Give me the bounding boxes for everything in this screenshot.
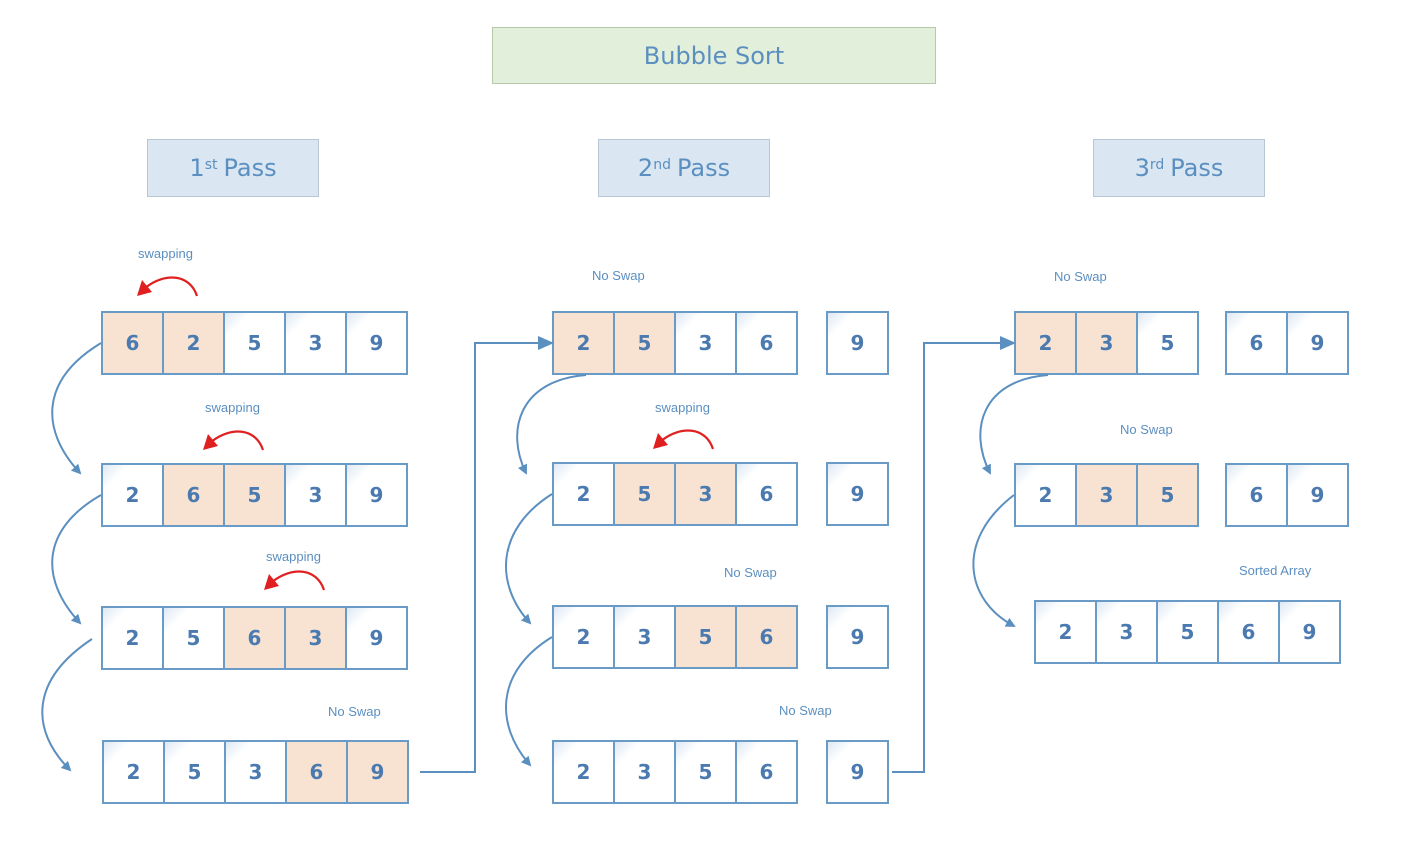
pass1-row-4: 2 5 3 6 9 (102, 740, 409, 804)
pass-3-suffix: rd (1149, 157, 1165, 173)
pass-2-suffix: nd (653, 157, 671, 173)
sorted-cell: 6 (1225, 463, 1288, 527)
pass3-step2-label: No Swap (1120, 422, 1173, 437)
array-cell: 2 (101, 463, 164, 527)
array-cell: 2 (162, 311, 225, 375)
array-cell: 5 (613, 462, 676, 526)
flow-arrow-icon (51, 494, 102, 625)
final-cell: 9 (1278, 600, 1341, 664)
flow-arrow-icon (516, 374, 587, 475)
pass1-step1-label: swapping (138, 246, 193, 261)
flow-arrow-icon (972, 494, 1016, 627)
array-cell: 3 (674, 311, 737, 375)
flow-arrow-icon (505, 636, 553, 767)
flow-arrow-icon (505, 493, 553, 625)
array-cell: 2 (552, 605, 615, 669)
array-cell: 2 (1014, 463, 1077, 527)
array-cell: 6 (162, 463, 225, 527)
array-cell: 6 (735, 605, 798, 669)
array-cell: 5 (674, 740, 737, 804)
array-cell: 2 (552, 740, 615, 804)
sorted-cell: 9 (826, 740, 889, 804)
pass2-step1-label: No Swap (592, 268, 645, 283)
pass1-row-1: 6 2 5 3 9 (101, 311, 408, 375)
pass-2-word: Pass (676, 154, 731, 182)
pass2-step3-label: No Swap (724, 565, 777, 580)
sorted-array-row: 2 3 5 6 9 (1034, 600, 1341, 664)
array-cell: 3 (613, 605, 676, 669)
pass-3-number: 3 (1134, 154, 1150, 182)
pass-3-word: Pass (1170, 154, 1224, 182)
pass3-sorted-2: 6 9 (1225, 463, 1349, 527)
array-cell: 5 (1136, 311, 1199, 375)
flow-arrow-icon (979, 374, 1049, 475)
array-cell: 6 (735, 462, 798, 526)
array-cell: 9 (346, 740, 409, 804)
pass2-step4-label: No Swap (779, 703, 832, 718)
array-cell: 2 (552, 462, 615, 526)
array-cell: 9 (345, 606, 408, 670)
swap-arrow-icon (264, 570, 326, 591)
flow-arrow-icon (892, 336, 1016, 773)
array-cell: 3 (1075, 311, 1138, 375)
array-cell: 2 (102, 740, 165, 804)
sorted-cell: 9 (826, 462, 889, 526)
swap-arrow-icon (203, 430, 265, 451)
sorted-array-label: Sorted Array (1239, 563, 1312, 578)
sorted-cell: 9 (826, 311, 889, 375)
array-cell: 5 (1136, 463, 1199, 527)
swap-arrow-icon (137, 276, 199, 297)
flow-arrow-icon (41, 638, 93, 772)
pass-1-suffix: st (204, 157, 218, 173)
pass1-row-3: 2 5 6 3 9 (101, 606, 408, 670)
array-cell: 9 (345, 463, 408, 527)
sorted-cell: 9 (826, 605, 889, 669)
pass2-row-3: 2 3 5 6 (552, 605, 798, 669)
pass2-row-1: 2 5 3 6 (552, 311, 798, 375)
pass3-row-2: 2 3 5 (1014, 463, 1199, 527)
pass1-step2-label: swapping (205, 400, 260, 415)
final-cell: 5 (1156, 600, 1219, 664)
pass1-step4-label: No Swap (328, 704, 381, 719)
array-cell: 9 (345, 311, 408, 375)
flow-arrow-icon (51, 342, 102, 475)
sorted-cell: 9 (1286, 311, 1349, 375)
pass2-row-2: 2 5 3 6 (552, 462, 798, 526)
array-cell: 3 (1075, 463, 1138, 527)
flow-arrow-icon (420, 336, 554, 773)
array-cell: 5 (162, 606, 225, 670)
array-cell: 5 (163, 740, 226, 804)
array-cell: 6 (735, 740, 798, 804)
pass1-step3-label: swapping (266, 549, 321, 564)
pass1-row-2: 2 6 5 3 9 (101, 463, 408, 527)
array-cell: 5 (613, 311, 676, 375)
sorted-cell: 9 (1286, 463, 1349, 527)
pass3-row-1: 2 3 5 (1014, 311, 1199, 375)
array-cell: 2 (101, 606, 164, 670)
array-cell: 6 (223, 606, 286, 670)
diagram-title: Bubble Sort (492, 27, 936, 84)
pass2-step2-label: swapping (655, 400, 710, 415)
array-cell: 3 (613, 740, 676, 804)
final-cell: 3 (1095, 600, 1158, 664)
pass-2-number: 2 (637, 154, 654, 182)
array-cell: 6 (735, 311, 798, 375)
pass-1-number: 1 (189, 154, 205, 182)
array-cell: 5 (223, 311, 286, 375)
pass-1-word: Pass (223, 154, 277, 182)
pass3-sorted-1: 6 9 (1225, 311, 1349, 375)
sorted-cell: 6 (1225, 311, 1288, 375)
pass2-row-4: 2 3 5 6 (552, 740, 798, 804)
array-cell: 3 (284, 463, 347, 527)
pass3-step1-label: No Swap (1054, 269, 1107, 284)
swap-arrow-icon (653, 429, 715, 450)
